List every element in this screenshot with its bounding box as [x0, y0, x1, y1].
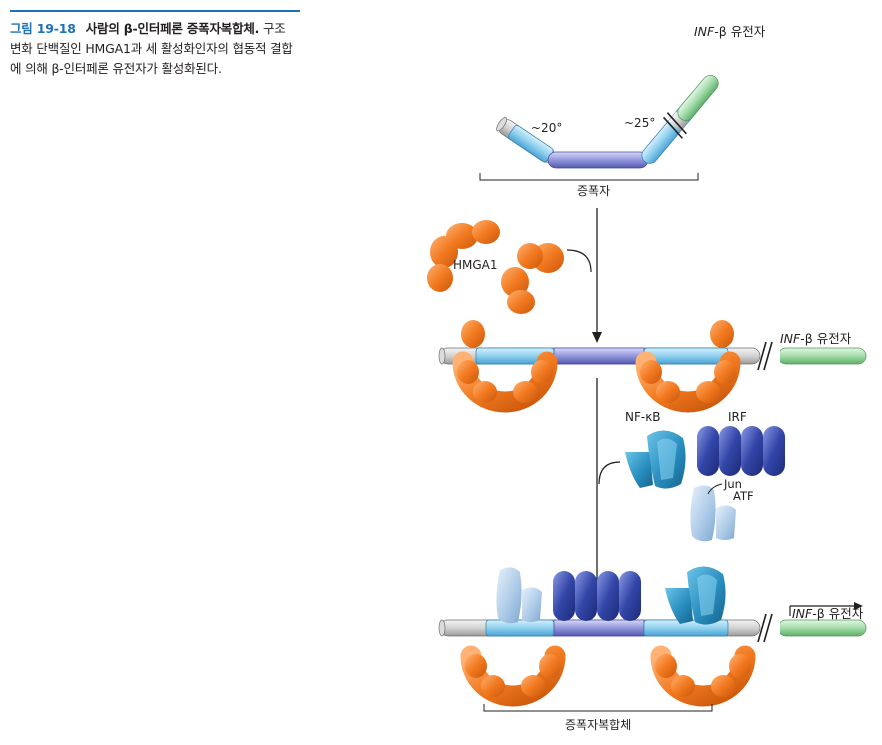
enhanceosome-label: 증폭자복합체 — [565, 718, 631, 732]
hmga1-bound-left-top — [461, 320, 485, 348]
hmga1-bound-right-top — [710, 320, 734, 348]
hmga1-free-2 — [501, 243, 564, 314]
hmga1-enhanceosome-right — [655, 654, 751, 697]
gene-label-bottom: INF-β 유전자 — [792, 606, 864, 621]
figure-text: 구조 변화 단백질인 HMGA1과 세 활성화인자의 협동적 결합에 의해 β-… — [10, 21, 293, 76]
jun-atf-free — [690, 485, 736, 542]
jun-label: Jun — [723, 477, 742, 491]
figure-title: 사람의 β-인터페론 증폭자복합체. — [85, 21, 260, 36]
nfkb-label: NF-κB — [625, 410, 661, 424]
bent-dna-core — [547, 151, 649, 169]
gene-label-top: INF-β 유전자 — [694, 24, 766, 39]
enhancer-bracket-top — [479, 173, 699, 181]
nfkb-free — [625, 430, 686, 489]
enhanceosome-bracket — [483, 704, 713, 712]
enhancer-label: 증폭자 — [577, 184, 610, 198]
hmga1-label: HMGA1 — [453, 258, 498, 272]
nfkb-bound — [665, 566, 726, 625]
down-arrow-2 — [592, 378, 621, 595]
jun-atf-bound — [496, 567, 542, 624]
hmga1-bound-left — [457, 360, 553, 403]
hmga1-free-1 — [427, 220, 500, 292]
gene-label-middle: INF-β 유전자 — [780, 331, 852, 346]
down-arrow-1 — [566, 208, 602, 343]
transcription-arrow — [789, 602, 863, 616]
bent-dna-right-arm — [641, 75, 719, 164]
dna-bottom — [438, 613, 867, 643]
irf-free — [697, 426, 785, 476]
figure-caption: 그림 19-18 사람의 β-인터페론 증폭자복합체. 구조 변화 단백질인 HM… — [10, 10, 300, 79]
atf-label: ATF — [733, 489, 754, 503]
angle-right-label: ~25° — [624, 116, 655, 130]
hmga1-enhanceosome-left — [465, 654, 561, 697]
dna-middle — [438, 341, 867, 371]
jun-leader-line — [707, 483, 723, 495]
irf-label: IRF — [728, 410, 747, 424]
figure-number: 그림 19-18 — [10, 21, 76, 36]
angle-left-label: ~20° — [531, 121, 562, 135]
hmga1-bound-right — [640, 360, 736, 403]
bent-enhancer — [479, 75, 719, 181]
